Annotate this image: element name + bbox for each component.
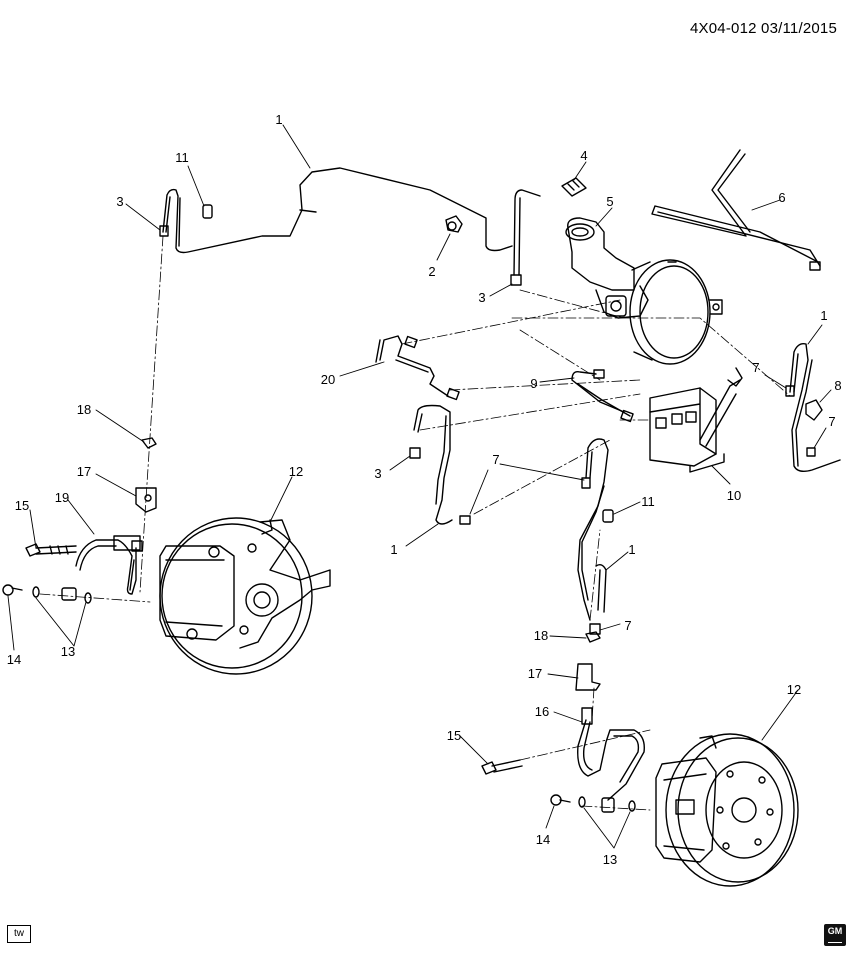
brake-pipe-upper — [159, 167, 513, 254]
callout-6: 6 — [778, 190, 785, 205]
fitting-7-right — [806, 447, 816, 457]
callout-5: 5 — [606, 194, 613, 209]
callout-11: 11 — [641, 494, 655, 509]
callout-20: 20 — [321, 372, 335, 387]
callout-17: 17 — [77, 464, 91, 479]
callout-1: 1 — [275, 112, 282, 127]
brake-pipe-20 — [375, 335, 460, 401]
gm-logo: GM — [824, 924, 846, 946]
callout-13: 13 — [61, 644, 75, 659]
callout-14: 14 — [7, 652, 21, 667]
bolt-15-right — [481, 759, 523, 775]
brake-pipe-master-feed — [510, 189, 541, 286]
callout-15: 15 — [447, 728, 461, 743]
callout-1: 1 — [390, 542, 397, 557]
callout-7: 7 — [828, 414, 835, 429]
bolt-15-left — [25, 543, 77, 557]
brake-booster — [629, 259, 723, 365]
callout-16: 16 — [535, 704, 549, 719]
brake-pipe-middle-right — [577, 438, 614, 621]
retainer-clip-18-right — [585, 631, 601, 643]
callout-3: 3 — [374, 466, 381, 481]
alignment-lines — [39, 235, 791, 811]
callout-3: 3 — [478, 290, 485, 305]
callout-7: 7 — [624, 618, 631, 633]
banjo-bolt-14-left — [2, 584, 92, 604]
callout-13: 13 — [603, 852, 617, 867]
callout-4: 4 — [580, 148, 587, 163]
pipe-clip-11-top — [202, 204, 213, 219]
hose-bracket-17-right — [575, 663, 601, 691]
gm-logo-text: GM — [827, 926, 843, 936]
fitting-7-rear — [589, 623, 601, 635]
tw-badge: tw — [7, 925, 31, 943]
callout-7: 7 — [752, 360, 759, 375]
hose-bracket-17-left — [135, 487, 157, 513]
pipe-clip-4 — [561, 177, 587, 197]
callout-1: 1 — [820, 308, 827, 323]
callout-1: 1 — [628, 542, 635, 557]
callout-2: 2 — [428, 264, 435, 279]
front-left-brake-assembly — [159, 517, 331, 675]
brake-pipe-6 — [651, 149, 821, 271]
leader-lines — [7, 124, 832, 849]
abs-modulator — [649, 367, 743, 473]
brake-hose-19 — [75, 535, 143, 595]
callout-18: 18 — [534, 628, 548, 643]
callout-9: 9 — [530, 376, 537, 391]
brake-pipe-9 — [571, 369, 634, 423]
callout-11: 11 — [175, 150, 189, 165]
callout-15: 15 — [15, 498, 29, 513]
rear-brake-assembly — [655, 733, 799, 887]
banjo-bolt-14-right — [550, 794, 636, 812]
callout-14: 14 — [536, 832, 550, 847]
callout-12: 12 — [787, 682, 801, 697]
callout-12: 12 — [289, 464, 303, 479]
callout-10: 10 — [727, 488, 741, 503]
callout-3: 3 — [116, 194, 123, 209]
callout-7: 7 — [492, 452, 499, 467]
callout-18: 18 — [77, 402, 91, 417]
pipe-clip-2 — [445, 215, 463, 233]
callout-8: 8 — [834, 378, 841, 393]
document-id: 4X04-012 03/11/2015 — [690, 20, 837, 37]
callout-19: 19 — [55, 490, 69, 505]
retainer-clip-18-left — [141, 437, 157, 449]
callout-17: 17 — [528, 666, 542, 681]
master-cylinder-reservoir — [565, 217, 649, 319]
brake-pipe-right — [785, 342, 841, 473]
pipe-clip-8 — [805, 399, 823, 421]
brake-pipe-middle-left — [409, 404, 471, 525]
brake-hose-16 — [577, 707, 645, 813]
